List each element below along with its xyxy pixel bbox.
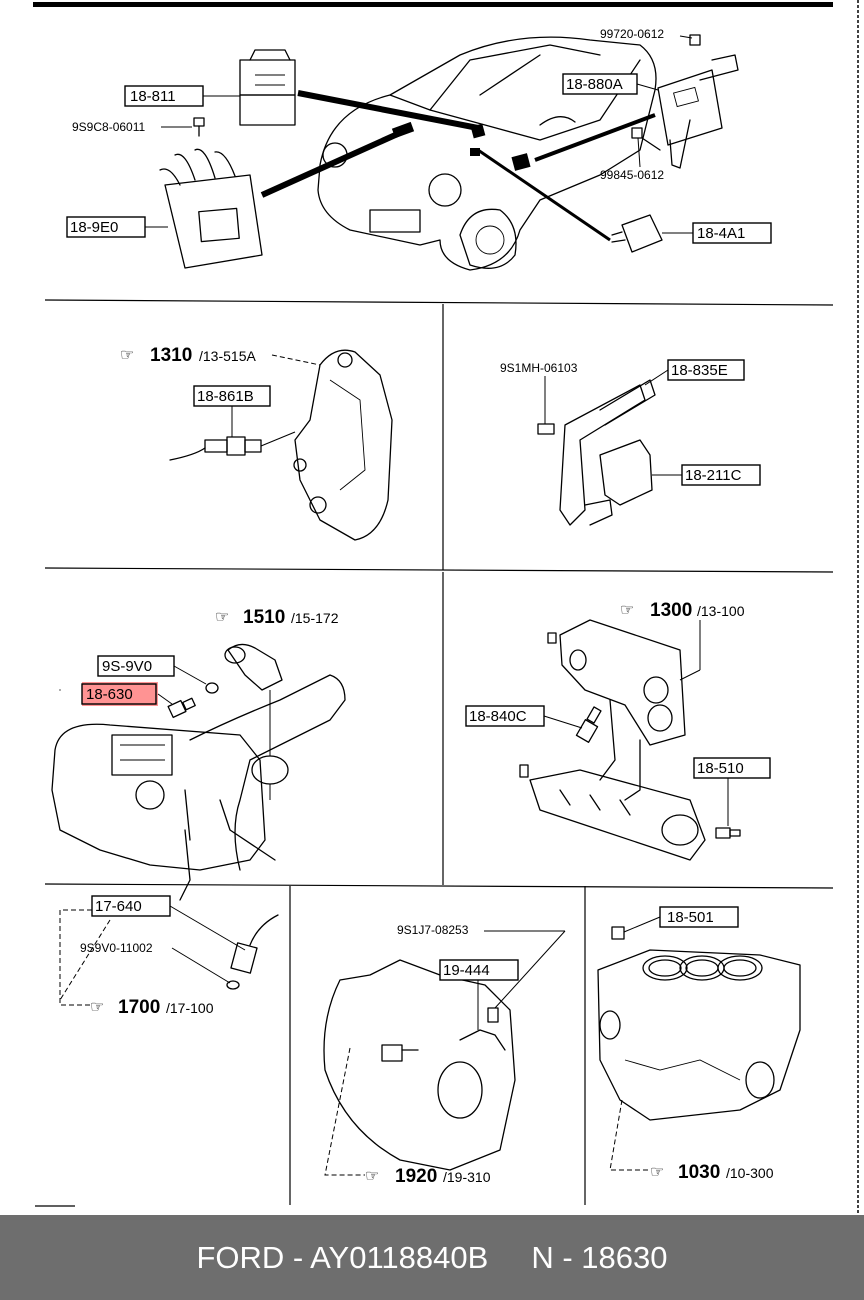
svg-text:19-444: 19-444: [443, 962, 490, 979]
svg-text:99845-0612: 99845-0612: [600, 168, 664, 182]
svg-text:9S9C8-06011: 9S9C8-06011: [72, 120, 145, 134]
sensor-18-861B-illustration: [169, 436, 262, 461]
pointing-hand-icon: ☞: [365, 1168, 379, 1185]
svg-text:18-880A: 18-880A: [566, 76, 623, 93]
ref-1300: ☞ 1300 /13-100: [620, 600, 745, 681]
divider-5: [44, 883, 834, 889]
label-9S9C8-06011: 9S9C8-06011: [72, 120, 192, 134]
gasket-9S-9V0-illustration: [205, 682, 219, 694]
pointing-hand-icon: ☞: [650, 1164, 664, 1181]
svg-text:99720-0612: 99720-0612: [600, 27, 664, 41]
timing-cover-illustration: [323, 959, 516, 1171]
svg-text:9S-9V0: 9S-9V0: [102, 658, 152, 675]
pointing-hand-icon: ☞: [90, 999, 104, 1016]
svg-text:18-501: 18-501: [667, 909, 714, 926]
ref-1510: ☞ 1510 /15-172: [215, 607, 339, 628]
label-18-630-highlighted: 18-630: [81, 682, 173, 706]
label-18-510: 18-510: [693, 757, 771, 826]
ref-1920: ☞ 1920 /19-310: [324, 1047, 491, 1187]
transmission-illustration: [51, 689, 266, 901]
svg-text:1510: 1510: [243, 607, 285, 628]
parts-diagram: 18-811 9S9C8-06011 18-9E0 99720-0612 18-…: [33, 0, 859, 1215]
svg-text:18-630: 18-630: [86, 686, 133, 703]
label-18-4A1: 18-4A1: [662, 222, 772, 244]
svg-text:/10-300: /10-300: [726, 1165, 774, 1181]
svg-text:18-211C: 18-211C: [685, 467, 742, 484]
pointing-hand-icon: ☞: [120, 347, 134, 364]
bolt-9S9C8-illustration: [193, 117, 205, 137]
svg-text:18-835E: 18-835E: [671, 362, 728, 379]
thermostat-housing-illustration: [184, 643, 346, 871]
sensor-18-840C-illustration: [575, 706, 602, 743]
relay-18-4A1-illustration: [611, 214, 663, 253]
ref-1030: ☞ 1030 /10-300: [609, 1099, 774, 1183]
svg-text:18-510: 18-510: [697, 760, 744, 777]
sensor-18-510-illustration: [715, 827, 741, 839]
svg-text:1700: 1700: [118, 997, 160, 1018]
label-18-9E0: 18-9E0: [66, 216, 168, 238]
svg-text:18-861B: 18-861B: [197, 388, 254, 405]
label-9S1J7-08253: 9S1J7-08253: [397, 923, 566, 1009]
top-border: [33, 2, 833, 7]
pointing-hand-icon: ☞: [215, 609, 229, 626]
sensor-18-630-illustration: [167, 697, 196, 719]
svg-text:9S1MH-06103: 9S1MH-06103: [500, 361, 578, 375]
svg-text:/17-100: /17-100: [166, 1000, 214, 1016]
svg-text:18-9E0: 18-9E0: [70, 219, 118, 236]
label-18-811: 18-811: [124, 85, 240, 107]
label-19-444: 19-444: [439, 959, 519, 1030]
sensor-17-640-illustration: [226, 914, 279, 990]
car-illustration: [317, 36, 657, 271]
label-99845-0612: 99845-0612: [600, 137, 664, 182]
svg-text:1310: 1310: [150, 345, 192, 366]
label-18-211C: 18-211C: [652, 464, 761, 486]
label-18-835E: 18-835E: [644, 359, 745, 386]
svg-text:/15-172: /15-172: [291, 610, 339, 626]
cylinder-block-illustration: [597, 926, 801, 1121]
svg-text:/13-100: /13-100: [697, 603, 745, 619]
ref-1700: ☞ 1700 /17-100: [59, 909, 214, 1018]
svg-text:9S1J7-08253: 9S1J7-08253: [397, 923, 469, 937]
svg-text:/19-310: /19-310: [443, 1169, 491, 1185]
bracket-1310-illustration: [293, 349, 393, 541]
ecu-18-880A-illustration: [631, 34, 739, 169]
svg-text:/13-515A: /13-515A: [199, 348, 256, 364]
relay-18-811-illustration: [239, 49, 296, 126]
module-18-9E0-illustration: [159, 148, 263, 269]
label-99720-0612: 99720-0612: [600, 27, 693, 41]
svg-text:9S9V0-11002: 9S9V0-11002: [80, 941, 153, 955]
divider-1: [44, 299, 834, 306]
svg-text:17-640: 17-640: [95, 898, 142, 915]
label-18-501: 18-501: [623, 906, 739, 933]
svg-text:1920: 1920: [395, 1166, 437, 1187]
label-18-861B: 18-861B: [193, 385, 296, 447]
label-9S1MH-06103: 9S1MH-06103: [500, 361, 578, 424]
divider-3: [44, 567, 834, 573]
label-9S9V0-11002: 9S9V0-11002: [80, 941, 231, 984]
label-18-840C: 18-840C: [465, 705, 583, 729]
svg-text:18-4A1: 18-4A1: [697, 225, 745, 242]
svg-text:1300: 1300: [650, 600, 692, 621]
pointing-hand-icon: ☞: [620, 602, 634, 619]
svg-text:1030: 1030: [678, 1162, 720, 1183]
bracket-18-211C-illustration: [537, 379, 656, 526]
part-number-footer: FORD - AY0118840B N - 18630: [0, 1215, 864, 1300]
label-18-880A: 18-880A: [562, 73, 659, 95]
label-17-640: 17-640: [91, 895, 246, 951]
svg-text:18-811: 18-811: [130, 88, 176, 105]
svg-text:18-840C: 18-840C: [469, 708, 527, 725]
ref-1310: ☞ 1310 /13-515A: [120, 345, 321, 366]
label-9S-9V0: 9S-9V0: [97, 655, 207, 685]
footer-text: FORD - AY0118840B N - 18630: [196, 1239, 668, 1275]
intake-manifold-illustration: [519, 619, 706, 861]
